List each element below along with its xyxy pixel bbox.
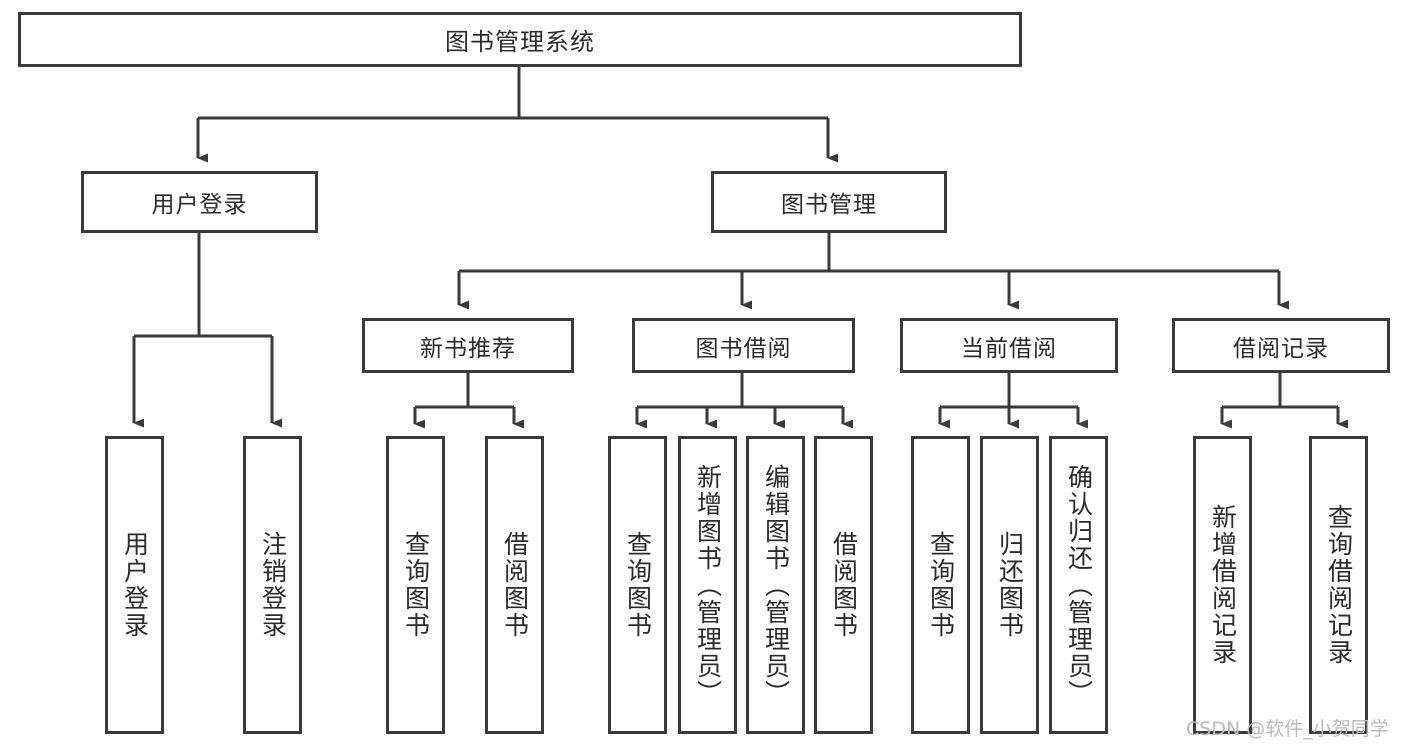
leaf-borrow-edit-book-admin[interactable]: 编辑图书（管理员）	[746, 436, 805, 734]
node-label: 新增图书（管理员）	[693, 463, 723, 707]
node-label: 图书管理	[781, 192, 877, 218]
node-label: 用户登录	[151, 192, 248, 218]
leaf-current-query-book[interactable]: 查询图书	[911, 436, 970, 734]
node-label: 用户登录	[120, 531, 150, 639]
csdn-watermark: CSDN @软件_小贺同学	[1186, 718, 1389, 740]
node-label: 查询借阅记录	[1324, 504, 1354, 666]
leaf-user-login-logout[interactable]: 注销登录	[243, 436, 302, 734]
node-label: 借阅记录	[1233, 335, 1329, 362]
node-label: 查询图书	[401, 531, 431, 639]
leaf-user-login-login[interactable]: 用户登录	[105, 436, 164, 734]
leaf-records-add-record[interactable]: 新增借阅记录	[1193, 436, 1252, 734]
leaf-borrow-borrow-book[interactable]: 借阅图书	[814, 436, 873, 734]
node-current-borrow[interactable]: 当前借阅	[900, 318, 1118, 373]
node-label: 新增借阅记录	[1208, 504, 1238, 666]
node-label: 借阅图书	[829, 531, 859, 639]
node-label: 注销登录	[258, 531, 288, 639]
node-label: 借阅图书	[500, 531, 530, 639]
node-label: 图书管理系统	[445, 28, 595, 56]
leaf-recommend-borrow-book[interactable]: 借阅图书	[485, 436, 544, 734]
leaf-recommend-query-book[interactable]: 查询图书	[386, 436, 445, 734]
node-label: 查询图书	[623, 531, 653, 639]
node-label: 当前借阅	[961, 335, 1057, 362]
leaf-current-confirm-return-admin[interactable]: 确认归还（管理员）	[1049, 436, 1108, 734]
leaf-records-query-record[interactable]: 查询借阅记录	[1309, 436, 1368, 734]
node-label: 编辑图书（管理员）	[761, 463, 791, 707]
node-label: 图书借阅	[695, 335, 792, 362]
node-new-book-recommend[interactable]: 新书推荐	[362, 318, 574, 373]
node-book-borrow[interactable]: 图书借阅	[632, 318, 855, 373]
leaf-borrow-add-book-admin[interactable]: 新增图书（管理员）	[678, 436, 737, 734]
leaf-borrow-query-book[interactable]: 查询图书	[608, 436, 667, 734]
leaf-current-return-book[interactable]: 归还图书	[980, 436, 1039, 734]
node-user-login[interactable]: 用户登录	[81, 171, 318, 233]
node-label: 归还图书	[995, 531, 1025, 639]
node-label: 新书推荐	[420, 335, 516, 362]
node-book-management[interactable]: 图书管理	[711, 171, 947, 233]
node-root-book-management-system[interactable]: 图书管理系统	[18, 12, 1022, 67]
node-borrow-records[interactable]: 借阅记录	[1172, 318, 1390, 373]
node-label: 确认归还（管理员）	[1064, 463, 1094, 707]
node-label: 查询图书	[926, 531, 956, 639]
